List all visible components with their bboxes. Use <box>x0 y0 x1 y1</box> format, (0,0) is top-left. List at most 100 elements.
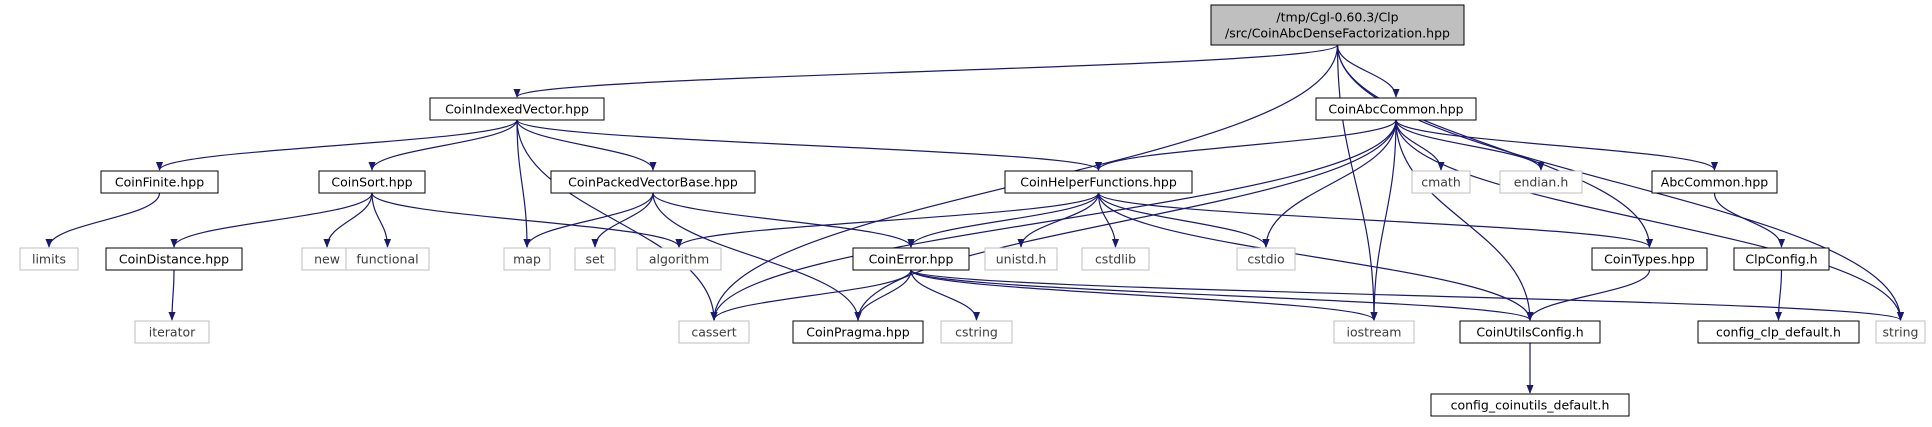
node-box <box>1499 170 1583 194</box>
node-label: cassert <box>691 325 736 340</box>
node-label: string <box>1883 325 1919 340</box>
node-label: new <box>314 252 340 267</box>
node-csort[interactable]: CoinSort.hpp <box>318 170 426 194</box>
node-label: iostream <box>1347 325 1402 340</box>
node-label: /src/CoinAbcDenseFactorization.hpp <box>1225 26 1450 41</box>
node-cpvb[interactable]: CoinPackedVectorBase.hpp <box>550 170 756 194</box>
node-label: config_clp_default.h <box>1716 325 1841 340</box>
node-box <box>1004 170 1193 194</box>
edges-layer <box>45 44 1905 394</box>
node-map: map <box>503 247 551 271</box>
edge-cac-to-cuc <box>1395 119 1534 321</box>
node-label: functional <box>356 252 418 267</box>
node-cstdlib: cstdlib <box>1081 247 1150 271</box>
edge-chf-to-algorithm <box>675 192 1100 248</box>
node-label: cmath <box>1421 175 1461 190</box>
node-box <box>574 247 616 271</box>
edge-root-to-cac <box>1336 44 1400 98</box>
edge-chf-to-ctypes <box>1097 192 1653 248</box>
node-box <box>1315 97 1477 121</box>
node-cerr[interactable]: CoinError.hpp <box>852 247 970 271</box>
node-algorithm: algorithm <box>636 247 722 271</box>
node-clpc[interactable]: ClpConfig.h <box>1733 247 1830 271</box>
node-civ[interactable]: CoinIndexedVector.hpp <box>429 97 605 121</box>
edge-chf-to-cstdio <box>1097 192 1270 248</box>
node-label: CoinPragma.hpp <box>806 325 909 340</box>
edge-cerr-to-cuc <box>910 269 1534 321</box>
edge-cac-to-string <box>1395 119 1905 321</box>
edge-chf-to-unistd <box>1017 192 1100 248</box>
node-box <box>105 247 243 271</box>
node-label: ClpConfig.h <box>1745 252 1817 267</box>
edge-csort-to-new <box>323 192 373 248</box>
node-box <box>1697 320 1860 344</box>
node-label: AbcCommon.hpp <box>1661 175 1768 190</box>
edge-cac-to-chf <box>1095 119 1397 171</box>
node-box <box>852 247 970 271</box>
node-abcc[interactable]: AbcCommon.hpp <box>1651 170 1778 194</box>
node-ccud[interactable]: config_coinutils_default.h <box>1430 393 1630 417</box>
node-box <box>1411 170 1471 194</box>
node-cfin[interactable]: CoinFinite.hpp <box>100 170 219 194</box>
node-box <box>345 247 430 271</box>
node-label: unistd.h <box>996 252 1047 267</box>
node-cstdio: cstdio <box>1236 247 1296 271</box>
node-label: /tmp/Cgl-0.60.3/Clp <box>1276 10 1398 25</box>
edge-ctypes-to-cuc <box>1526 269 1651 321</box>
node-box <box>134 320 210 344</box>
node-cmath: cmath <box>1411 170 1471 194</box>
node-label: CoinUtilsConfig.h <box>1476 325 1583 340</box>
node-box <box>678 320 750 344</box>
node-unistd: unistd.h <box>984 247 1058 271</box>
node-cuc[interactable]: CoinUtilsConfig.h <box>1459 320 1601 344</box>
node-limits: limits <box>19 247 79 271</box>
node-label: cstdio <box>1247 252 1284 267</box>
node-box <box>318 170 426 194</box>
edge-cac-to-cassert <box>710 119 1397 321</box>
node-label: endian.h <box>1514 175 1569 190</box>
node-root[interactable]: /tmp/Cgl-0.60.3/Clp/src/CoinAbcDenseFact… <box>1210 4 1465 46</box>
node-cprag[interactable]: CoinPragma.hpp <box>792 320 924 344</box>
edge-chf-to-cuc <box>1097 192 1534 321</box>
node-iostream: iostream <box>1333 320 1415 344</box>
node-label: iterator <box>149 325 196 340</box>
node-label: CoinSort.hpp <box>331 175 412 190</box>
node-box <box>1333 320 1415 344</box>
node-box <box>503 247 551 271</box>
node-ctypes[interactable]: CoinTypes.hpp <box>1591 247 1708 271</box>
node-box <box>1081 247 1150 271</box>
node-label: CoinPackedVectorBase.hpp <box>568 175 738 190</box>
edge-chf-to-cerr <box>907 192 1100 248</box>
node-box <box>100 170 219 194</box>
node-iterator: iterator <box>134 320 210 344</box>
edge-civ-to-map <box>516 119 531 248</box>
node-chf[interactable]: CoinHelperFunctions.hpp <box>1004 170 1193 194</box>
node-cdist[interactable]: CoinDistance.hpp <box>105 247 243 271</box>
edge-abcc-to-clpc <box>1713 192 1786 248</box>
node-box <box>792 320 924 344</box>
node-new: new <box>301 247 353 271</box>
node-box <box>19 247 79 271</box>
node-cac[interactable]: CoinAbcCommon.hpp <box>1315 97 1477 121</box>
edge-cpvb-to-map <box>523 192 654 248</box>
node-label: map <box>513 252 541 267</box>
node-cstring: cstring <box>940 320 1013 344</box>
edge-cpvb-to-set <box>591 192 654 248</box>
node-label: algorithm <box>649 252 709 267</box>
node-box <box>1733 247 1830 271</box>
edge-civ-to-chf <box>516 119 1102 171</box>
edge-cerr-to-string <box>910 269 1904 321</box>
edge-civ-to-cpvb <box>516 119 657 171</box>
edge-cac-to-abcc <box>1395 119 1718 171</box>
node-label: CoinAbcCommon.hpp <box>1328 102 1463 117</box>
node-box <box>1459 320 1601 344</box>
edge-cpvb-to-cprag <box>652 192 862 321</box>
node-box <box>1591 247 1708 271</box>
node-cassert: cassert <box>678 320 750 344</box>
edge-chf-to-cstdlib <box>1097 192 1120 248</box>
node-box <box>429 97 605 121</box>
edge-cpvb-to-cerr <box>652 192 915 248</box>
node-box <box>1430 393 1630 417</box>
node-ccd[interactable]: config_clp_default.h <box>1697 320 1860 344</box>
